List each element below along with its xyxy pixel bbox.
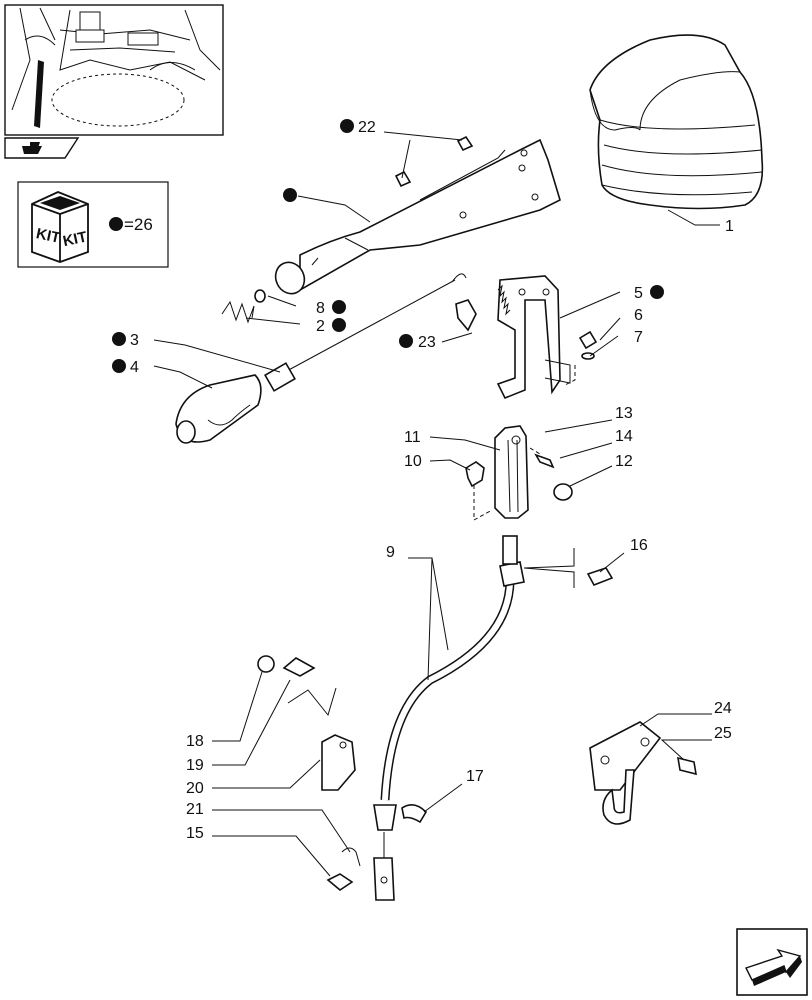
part-clip-17 [401, 804, 428, 824]
part-pin-21 [341, 847, 361, 867]
callout-13: 13 [615, 405, 633, 422]
part-clip-23 [455, 299, 477, 332]
callout-8: 8 [316, 300, 325, 317]
callout-labels: 22 8 2 3 4 23 5 6 7 1 13 11 14 10 12 9 1… [130, 119, 734, 842]
callout-bullet-5 [650, 285, 664, 299]
part-pin-10 [465, 461, 485, 488]
callout-14: 14 [615, 428, 633, 445]
callout-bullet-lever [283, 188, 297, 202]
locator-link-icon[interactable] [4, 137, 80, 159]
callout-1: 1 [725, 218, 734, 235]
kit-equals-label: =26 [124, 215, 153, 234]
callout-12: 12 [615, 453, 633, 470]
callout-16: 16 [630, 537, 648, 554]
kit-legend: KIT KIT =26 [17, 181, 169, 268]
part-lever [274, 138, 561, 295]
callout-22: 22 [358, 119, 376, 136]
callout-bullet-23 [399, 334, 413, 348]
callout-2: 2 [316, 318, 325, 335]
callout-bullets [112, 119, 664, 373]
kit-word-left: KIT [35, 225, 62, 247]
kit-box-icon: KIT KIT [31, 191, 89, 263]
callout-19: 19 [186, 757, 204, 774]
callout-7: 7 [634, 329, 643, 346]
callout-bullet-2 [332, 318, 346, 332]
part-pin-14 [534, 453, 555, 469]
part-rod [264, 273, 467, 392]
callout-5: 5 [634, 285, 643, 302]
part-clevis [473, 425, 541, 521]
callout-10: 10 [404, 453, 422, 470]
callout-17: 17 [466, 768, 484, 785]
part-spring [221, 289, 266, 324]
part-nut-12 [553, 483, 573, 501]
part-bolt-19 [282, 657, 316, 677]
callout-9: 9 [386, 544, 395, 561]
callout-24: 24 [714, 700, 732, 717]
part-plate-20 [321, 734, 356, 791]
part-boot [589, 34, 764, 210]
callout-bullet-8 [332, 300, 346, 314]
callout-3: 3 [130, 332, 139, 349]
part-screw-6 [564, 330, 598, 386]
kit-word-right: KIT [61, 228, 88, 250]
callout-25: 25 [714, 725, 732, 742]
callout-6: 6 [634, 307, 643, 324]
callout-bullet-3 [112, 332, 126, 346]
kit-bullet [109, 217, 123, 231]
part-knob [175, 374, 262, 444]
part-cable [373, 535, 525, 901]
callout-15: 15 [186, 825, 204, 842]
part-ratchet-bracket [496, 275, 571, 400]
callout-21: 21 [186, 801, 204, 818]
next-page-arrow-button[interactable] [736, 928, 808, 996]
callout-bullet-22 [340, 119, 354, 133]
callout-20: 20 [186, 780, 204, 797]
part-screw-25 [677, 756, 697, 776]
callout-4: 4 [130, 359, 139, 376]
part-bolt-16 [586, 567, 614, 587]
locator-inset [4, 4, 224, 136]
callout-11: 11 [404, 429, 421, 446]
leader-lines [153, 131, 720, 877]
part-pin-15 [326, 873, 354, 891]
part-hook-bracket [589, 721, 662, 825]
part-washer-18 [257, 655, 275, 673]
callout-bullet-4 [112, 359, 126, 373]
callout-23: 23 [418, 334, 436, 351]
callout-18: 18 [186, 733, 204, 750]
